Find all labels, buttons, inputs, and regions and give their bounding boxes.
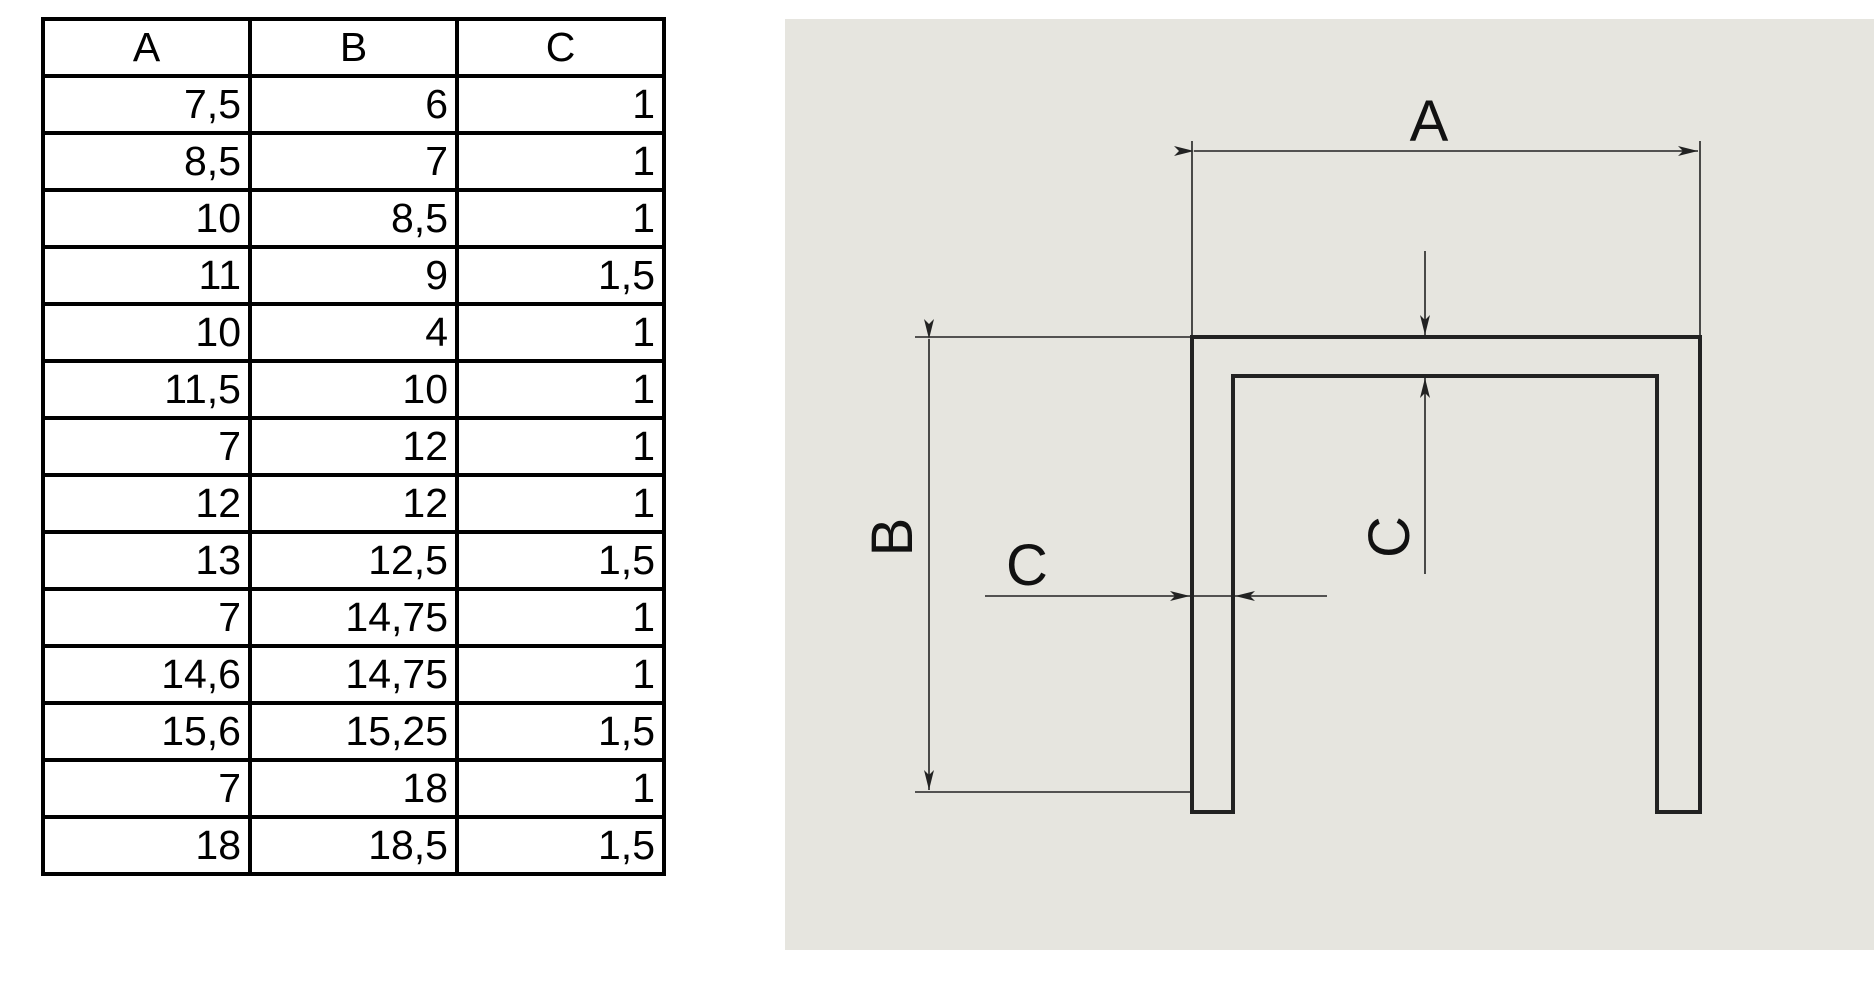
cell-c: 1 — [455, 416, 666, 477]
dimension-b: B — [860, 319, 1190, 793]
profile-drawing-panel: A B C C — [785, 19, 1874, 950]
u-profile-outline — [1190, 335, 1702, 814]
cell-a: 8,5 — [41, 131, 252, 192]
cell-a: 11,5 — [41, 359, 252, 420]
dimension-label-a: A — [1410, 89, 1449, 154]
cell-c: 1,5 — [455, 245, 666, 306]
cell-c: 1 — [455, 188, 666, 249]
cell-b: 6 — [248, 74, 459, 135]
dimension-c-top: C — [1357, 251, 1430, 574]
cell-c: 1 — [455, 758, 666, 819]
cell-b: 8,5 — [248, 188, 459, 249]
cell-a: 7,5 — [41, 74, 252, 135]
cell-a: 10 — [41, 188, 252, 249]
cell-b: 18,5 — [248, 815, 459, 876]
cell-a: 15,6 — [41, 701, 252, 762]
dimension-a: A — [1174, 89, 1701, 335]
cell-c: 1 — [455, 74, 666, 135]
cell-b: 10 — [248, 359, 459, 420]
dimension-label-b: B — [860, 518, 925, 557]
table-header-row: A B C — [41, 17, 666, 78]
cell-c: 1,5 — [455, 815, 666, 876]
u-profile-drawing: A B C C — [860, 89, 1702, 814]
column-header-b: B — [248, 17, 459, 78]
dimension-c-side: C — [985, 533, 1327, 601]
cell-a: 18 — [41, 815, 252, 876]
cell-a: 13 — [41, 530, 252, 591]
cell-b: 14,75 — [248, 587, 459, 648]
column-header-c: C — [455, 17, 666, 78]
cell-b: 12,5 — [248, 530, 459, 591]
cell-a: 7 — [41, 758, 252, 819]
cell-b: 9 — [248, 245, 459, 306]
cell-a: 10 — [41, 302, 252, 363]
cell-a: 14,6 — [41, 644, 252, 705]
cell-a: 12 — [41, 473, 252, 534]
cell-b: 14,75 — [248, 644, 459, 705]
cell-b: 15,25 — [248, 701, 459, 762]
cell-c: 1 — [455, 473, 666, 534]
cell-b: 12 — [248, 473, 459, 534]
cell-c: 1,5 — [455, 701, 666, 762]
cell-b: 7 — [248, 131, 459, 192]
cell-c: 1 — [455, 359, 666, 420]
column-header-a: A — [41, 17, 252, 78]
cell-c: 1 — [455, 587, 666, 648]
cell-a: 7 — [41, 587, 252, 648]
cell-c: 1,5 — [455, 530, 666, 591]
cell-c: 1 — [455, 131, 666, 192]
cell-b: 4 — [248, 302, 459, 363]
dimension-label-c-side: C — [1006, 533, 1048, 598]
cell-a: 7 — [41, 416, 252, 477]
cell-c: 1 — [455, 302, 666, 363]
cell-a: 11 — [41, 245, 252, 306]
cell-b: 12 — [248, 416, 459, 477]
cell-c: 1 — [455, 644, 666, 705]
dimension-label-c-top: C — [1357, 516, 1422, 558]
cell-b: 18 — [248, 758, 459, 819]
